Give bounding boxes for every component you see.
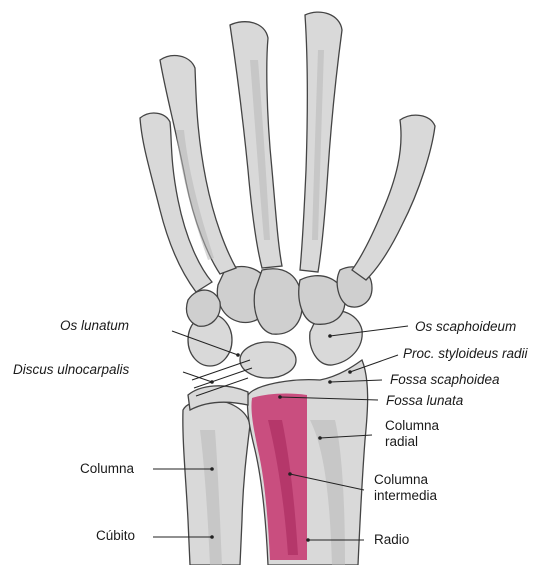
label-fossa-scaphoidea: Fossa scaphoidea [390,372,500,388]
label-os-scaphoideum: Os scaphoideum [415,319,516,335]
label-proc-styloideus-radii: Proc. styloideus radii [403,346,528,362]
label-columna-intermedia-line1: Columna [374,472,428,488]
label-columna-radial-line1: Columna [385,418,439,434]
label-fossa-lunata: Fossa lunata [386,393,463,409]
ulna-bone [183,400,250,565]
carpal-bones [186,267,372,378]
label-columna-intermedia-line2: intermedia [374,488,437,504]
label-discus-ulnocarpalis: Discus ulnocarpalis [13,362,129,378]
label-columna-ulnar: Columna [80,461,134,477]
label-columna-radial-line2: radial [385,434,418,450]
label-cubito: Cúbito [96,528,135,544]
label-radio: Radio [374,532,409,548]
metacarpal-bones [140,12,435,292]
label-os-lunatum: Os lunatum [60,318,129,334]
